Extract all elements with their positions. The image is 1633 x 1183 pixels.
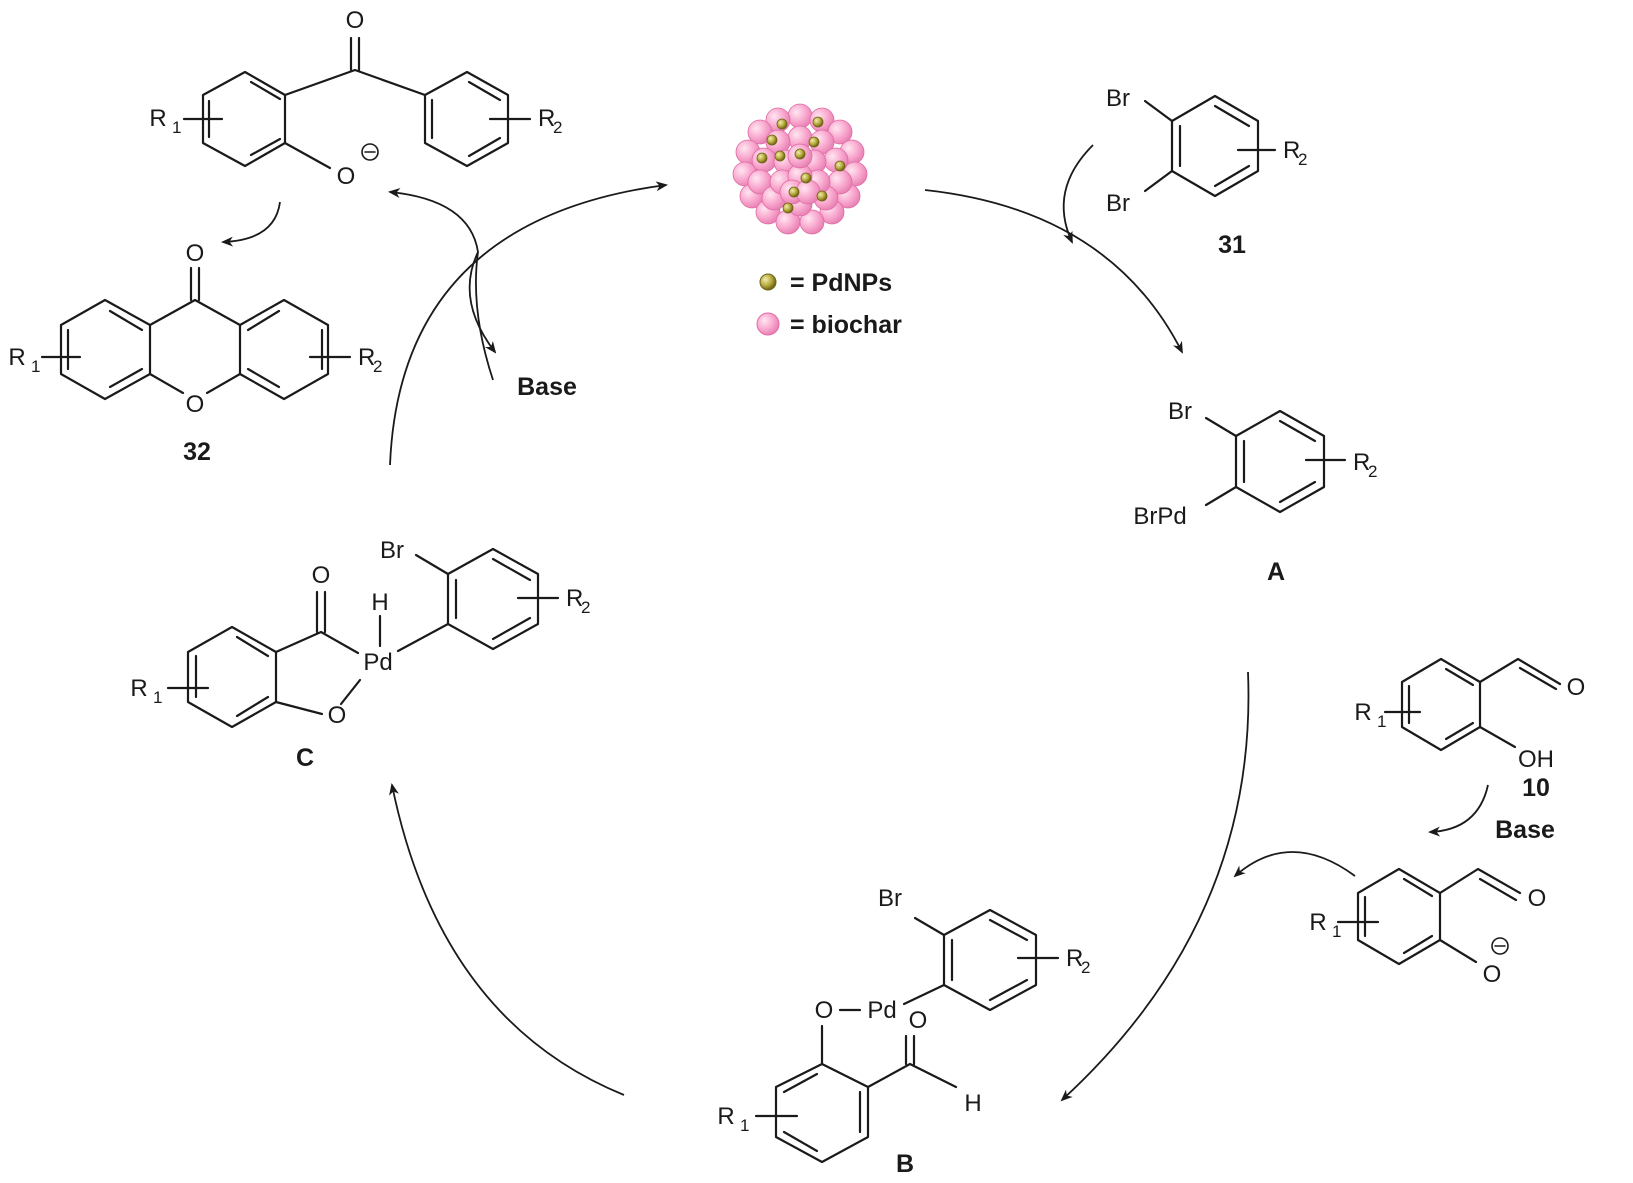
biochar-particle [787, 103, 813, 129]
svg-text:BrPd: BrPd [1133, 503, 1186, 530]
svg-text:Br: Br [380, 537, 404, 564]
svg-text:R: R [538, 105, 555, 132]
pd-nanoparticle [834, 160, 846, 172]
svg-text:2: 2 [1368, 462, 1377, 481]
svg-text:O: O [909, 1007, 928, 1034]
pd-nanoparticle [766, 134, 778, 146]
svg-text:1: 1 [172, 118, 181, 137]
arrow-oxidative-addition [924, 189, 1183, 354]
svg-text:1: 1 [153, 688, 162, 707]
svg-text:R: R [130, 675, 147, 702]
svg-text:O: O [815, 997, 834, 1024]
svg-text:R: R [358, 344, 375, 371]
svg-text:O: O [186, 240, 205, 267]
legend-pd: = PdNPs [759, 269, 892, 297]
pd-nanoparticle [776, 118, 788, 130]
intermediate-label-b: B [896, 1150, 914, 1178]
intermediate-label-c: C [296, 744, 314, 772]
svg-text:Br: Br [1168, 398, 1192, 425]
svg-text:O: O [337, 163, 356, 190]
svg-text:R: R [1283, 137, 1300, 164]
pd-nanoparticle [808, 136, 820, 148]
legend-pd-label: = PdNPs [790, 269, 892, 297]
svg-text:R: R [1066, 945, 1083, 972]
svg-text:R: R [1309, 909, 1326, 936]
arrow-a-to-b [1060, 671, 1250, 1102]
pd-nanoparticle [774, 150, 786, 162]
arrow-deprotonation [1428, 784, 1489, 837]
pd-nanoparticle [782, 202, 794, 214]
svg-text:O: O [346, 7, 365, 34]
intermediate-c: O H Pd O Br R 2 R 1 C [130, 537, 590, 772]
svg-text:O: O [328, 702, 347, 729]
base-label-right: Base [1495, 816, 1555, 844]
pd-nanoparticle [812, 116, 824, 128]
pd-nanoparticle [756, 152, 768, 164]
svg-text:O: O [312, 562, 331, 589]
svg-text:1: 1 [1377, 712, 1386, 731]
svg-text:Br: Br [1106, 85, 1130, 112]
biochar-particle [799, 209, 825, 235]
svg-text:O: O [1483, 961, 1502, 988]
compound-label-10: 10 [1522, 774, 1550, 802]
svg-text:2: 2 [581, 598, 590, 617]
legend-biochar-label: = biochar [790, 311, 902, 339]
arrow-reductive-elimination [388, 188, 494, 381]
xanthone-product-32: O O R 1 R 2 32 [8, 240, 382, 466]
svg-text:1: 1 [1332, 922, 1341, 941]
compound-label-31: 31 [1218, 231, 1246, 259]
arrow-cyclization [221, 201, 281, 247]
pd-nanoparticle [794, 148, 806, 160]
svg-text:2: 2 [373, 357, 382, 376]
pd-nanoparticle [788, 186, 800, 198]
arrow-b-to-c [389, 783, 625, 1096]
salicylaldehyde-phenoxide: O O R 1 [1309, 867, 1547, 988]
svg-text:2: 2 [1298, 150, 1307, 169]
svg-text:2: 2 [553, 118, 562, 137]
pd-nanoparticle-icon [759, 273, 777, 291]
svg-text:O: O [186, 391, 205, 418]
svg-text:R: R [717, 1103, 734, 1130]
arrow-dibromoarene-entry [1062, 144, 1094, 244]
pd-nanoparticle [800, 172, 812, 184]
svg-text:1: 1 [740, 1116, 749, 1135]
svg-text:Br: Br [1106, 190, 1130, 217]
svg-text:1: 1 [31, 357, 40, 376]
pd-biochar-catalyst-cluster [732, 103, 868, 235]
svg-text:R: R [1353, 449, 1370, 476]
svg-text:Pd: Pd [867, 997, 896, 1024]
svg-text:H: H [371, 589, 388, 616]
intermediate-a: Br BrPd R 2 A [1133, 398, 1377, 586]
arrow-phenoxide-entry [1233, 851, 1356, 878]
svg-text:R: R [566, 585, 583, 612]
svg-text:OH: OH [1518, 746, 1554, 773]
svg-text:R: R [1354, 699, 1371, 726]
biochar-particle [795, 179, 821, 205]
base-label-top: Base [517, 373, 577, 401]
intermediate-label-a: A [1267, 558, 1285, 586]
svg-text:Br: Br [878, 885, 902, 912]
svg-text:O: O [1567, 674, 1586, 701]
pd-nanoparticle [816, 190, 828, 202]
dibromoarene-31: Br Br R 2 31 [1106, 85, 1307, 259]
svg-text:R: R [8, 344, 25, 371]
phenoxide-ketone-intermediate: O O R 1 R 2 [149, 7, 562, 190]
svg-text:2: 2 [1081, 958, 1090, 977]
compound-label-32: 32 [183, 438, 211, 466]
legend-biochar: = biochar [756, 311, 902, 339]
biochar-particle-icon [756, 312, 780, 336]
salicylaldehyde-10: O OH R 1 10 Base [1354, 657, 1586, 844]
svg-text:O: O [1528, 885, 1547, 912]
intermediate-b: Br O Pd O H R 2 R 1 B [717, 885, 1090, 1178]
svg-text:Pd: Pd [363, 649, 392, 676]
arrow-base-release [468, 251, 497, 354]
svg-text:H: H [964, 1090, 981, 1117]
arrow-c-to-catalyst [389, 181, 668, 466]
svg-text:R: R [149, 105, 166, 132]
